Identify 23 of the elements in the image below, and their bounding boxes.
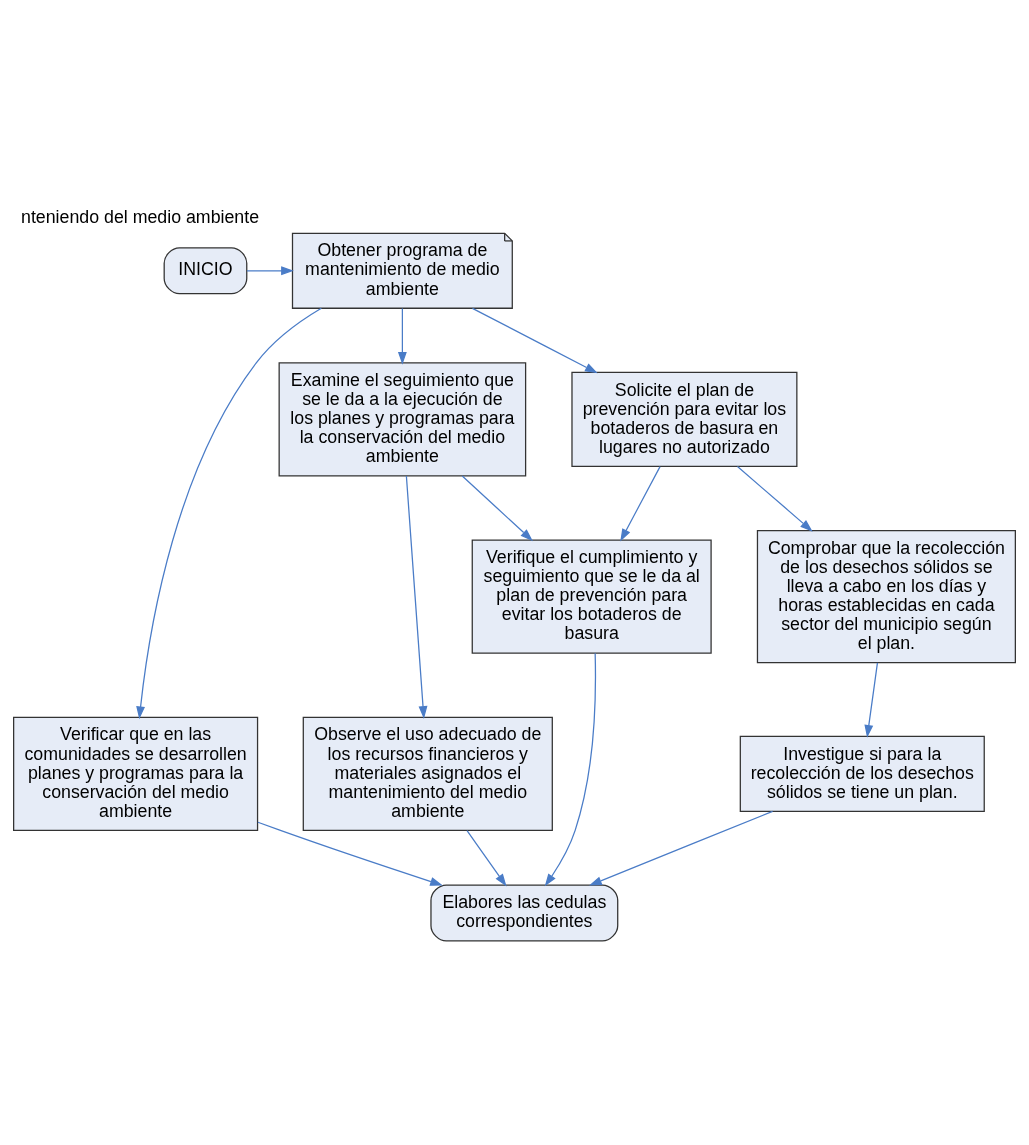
- arrow: [405, 475, 428, 719]
- node-box: Verifique el cumplimiento y seguimiento que se le da al plan de prevención para evitar los botaderos de basura: [471, 539, 712, 654]
- arrow: [246, 266, 294, 276]
- arrow: [136, 307, 322, 720]
- arrow: [620, 465, 661, 542]
- node-box: Verificar que en las comunidades se desarrollen planes y programas para la conservación del medio ambiente: [13, 716, 259, 832]
- node-box: Solicite el plan de prevención para evitar los botaderos de basura en lugares no autorizado: [571, 371, 798, 468]
- diagram-title: nteniendo del medio ambiente: [21, 207, 260, 228]
- arrow: [397, 307, 407, 365]
- arrow: [544, 652, 597, 887]
- node-box: Observe el uso adecuado de los recursos financieros y materiales asignados el mantenimiento del medio ambiente: [302, 716, 553, 832]
- arrow: [257, 821, 443, 886]
- arrow: [466, 830, 507, 887]
- node-box: Comprobar que la recolección de los desechos sólidos se lleva a cabo en los días y horas establecidas en cada sector del municipio según el plan.: [756, 529, 1016, 664]
- arrow: [736, 465, 813, 532]
- node-box: Investigue si para la recolección de los desechos sólidos se tiene un plan.: [739, 735, 985, 812]
- arrow: [864, 662, 879, 738]
- node-box: Elabores las cedulas correspondientes: [430, 884, 619, 942]
- arrow: [461, 475, 533, 542]
- node-box: INICIO: [163, 247, 248, 295]
- arrow: [589, 810, 774, 886]
- arrow: [471, 307, 598, 374]
- node-box: Examine el seguimiento que se le da a la ejecución de los planes y programas para la conservación del medio ambiente: [278, 362, 527, 477]
